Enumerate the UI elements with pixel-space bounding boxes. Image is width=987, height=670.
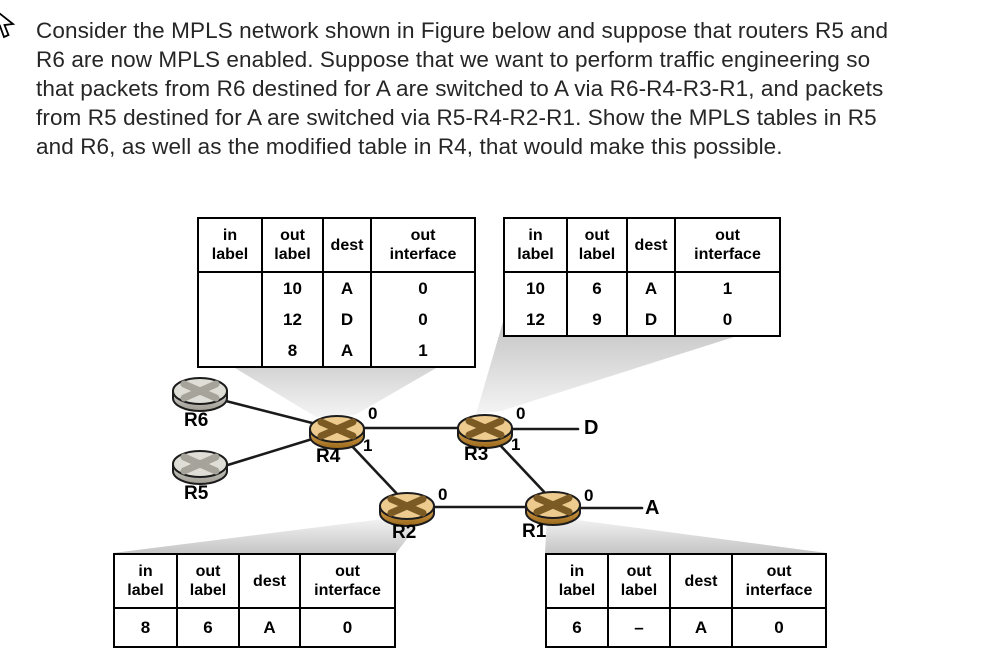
cell-out-interface: 0 <box>674 304 781 336</box>
problem-line-1: Consider the MPLS network shown in Figur… <box>36 18 889 43</box>
router-label-r1: R1 <box>522 521 547 542</box>
router-r5-icon <box>172 450 228 485</box>
cell-dest: A <box>322 272 372 304</box>
header-out-interface: out interface <box>731 553 827 609</box>
header-dest: dest <box>626 217 676 273</box>
mpls-table-r1: in label out label dest out interface 6 … <box>545 553 827 648</box>
cell-out-interface: 0 <box>299 608 396 647</box>
problem-line-3: that packets from R6 destined for A are … <box>36 76 884 101</box>
interface-label-r2-0: 0 <box>438 485 448 504</box>
problem-line-5: and R6, as well as the modified table in… <box>36 134 783 159</box>
cell-in-label: 6 <box>545 608 609 647</box>
link-r5-r4 <box>216 434 324 470</box>
problem-text: Consider the MPLS network shown in Figur… <box>36 16 888 161</box>
table-row: 8 A 1 <box>197 335 476 367</box>
header-in-label: in label <box>113 553 178 609</box>
mpls-table-r4: in label out label dest out interface 10… <box>197 217 476 368</box>
table-row: 8 6 A 0 <box>113 608 396 647</box>
cell-out-interface: 0 <box>370 304 476 335</box>
problem-line-4: from R5 destined for A are switched via … <box>36 105 877 130</box>
header-in-label: in label <box>503 217 568 273</box>
cell-out-interface: 1 <box>370 335 476 367</box>
table-row: 12 9 D 0 <box>503 304 781 336</box>
router-r2-icon <box>379 492 435 527</box>
cell-out-interface: 1 <box>674 272 781 304</box>
header-dest: dest <box>669 553 733 609</box>
header-in-label: in label <box>197 217 263 273</box>
header-out-label: out label <box>176 553 240 609</box>
router-label-r4: R4 <box>316 446 341 467</box>
header-out-interface: out interface <box>370 217 476 273</box>
problem-line-2: R6 are now MPLS enabled. Suppose that we… <box>36 47 871 72</box>
cell-out-interface: 0 <box>370 272 476 304</box>
router-label-r2: R2 <box>392 522 417 543</box>
cell-out-label: – <box>607 608 671 647</box>
callout-wedge-r1 <box>545 517 827 553</box>
table-header-row: in label out label dest out interface <box>545 553 827 609</box>
mpls-table-r3: in label out label dest out interface 10… <box>503 217 781 337</box>
interface-label-r4-1: 1 <box>363 436 373 455</box>
table-row: 10 6 A 1 <box>503 272 781 304</box>
cell-in-label <box>197 304 263 335</box>
cell-dest: A <box>626 272 676 304</box>
interface-label-r3-1: 1 <box>511 435 521 454</box>
link-r6-r4 <box>216 397 326 428</box>
endpoint-label-d: D <box>584 417 599 439</box>
cell-out-interface: 0 <box>731 608 827 647</box>
table-header-row: in label out label dest out interface <box>113 553 396 609</box>
interface-label-r1-0: 0 <box>584 486 594 505</box>
cell-dest: A <box>322 335 372 367</box>
router-r3-icon <box>457 414 513 449</box>
table-header-row: in label out label dest out interface <box>503 217 781 273</box>
callout-wedge-r2 <box>113 518 421 553</box>
interface-label-r4-0: 0 <box>368 404 378 423</box>
mpls-table-r2: in label out label dest out interface 8 … <box>113 553 396 648</box>
header-in-label: in label <box>545 553 609 609</box>
router-label-r5: R5 <box>184 483 209 504</box>
link-r3-r1 <box>497 442 549 497</box>
cell-in-label: 8 <box>113 608 178 647</box>
router-label-r6: R6 <box>184 410 209 431</box>
cell-in-label <box>197 335 263 367</box>
cell-out-label: 6 <box>176 608 240 647</box>
header-out-label: out label <box>261 217 324 273</box>
table-header-row: in label out label dest out interface <box>197 217 476 273</box>
endpoint-label-a: A <box>645 497 660 519</box>
cell-out-label: 12 <box>261 304 324 335</box>
interface-label-r3-0: 0 <box>516 404 526 423</box>
cell-out-label: 6 <box>566 272 628 304</box>
cell-in-label <box>197 272 263 304</box>
cell-in-label: 10 <box>503 272 568 304</box>
router-label-r3: R3 <box>464 444 489 465</box>
table-row: 12 D 0 <box>197 304 476 335</box>
cell-out-label: 8 <box>261 335 324 367</box>
link-r4-r2 <box>348 442 401 498</box>
callout-wedge-r3 <box>476 322 781 414</box>
router-r1-icon <box>525 491 581 526</box>
table-row: 10 A 0 <box>197 272 476 304</box>
header-dest: dest <box>322 217 372 273</box>
cell-dest: D <box>322 304 372 335</box>
cell-dest: A <box>238 608 301 647</box>
cell-out-label: 10 <box>261 272 324 304</box>
cell-dest: A <box>669 608 733 647</box>
cell-out-label: 9 <box>566 304 628 336</box>
cell-in-label: 12 <box>503 304 568 336</box>
header-out-label: out label <box>607 553 671 609</box>
router-r6-icon <box>172 377 228 412</box>
mouse-cursor-icon <box>0 12 16 39</box>
header-out-interface: out interface <box>299 553 396 609</box>
header-dest: dest <box>238 553 301 609</box>
header-out-interface: out interface <box>674 217 781 273</box>
header-out-label: out label <box>566 217 628 273</box>
cell-dest: D <box>626 304 676 336</box>
router-r4-icon <box>309 415 365 450</box>
table-row: 6 – A 0 <box>545 608 827 647</box>
